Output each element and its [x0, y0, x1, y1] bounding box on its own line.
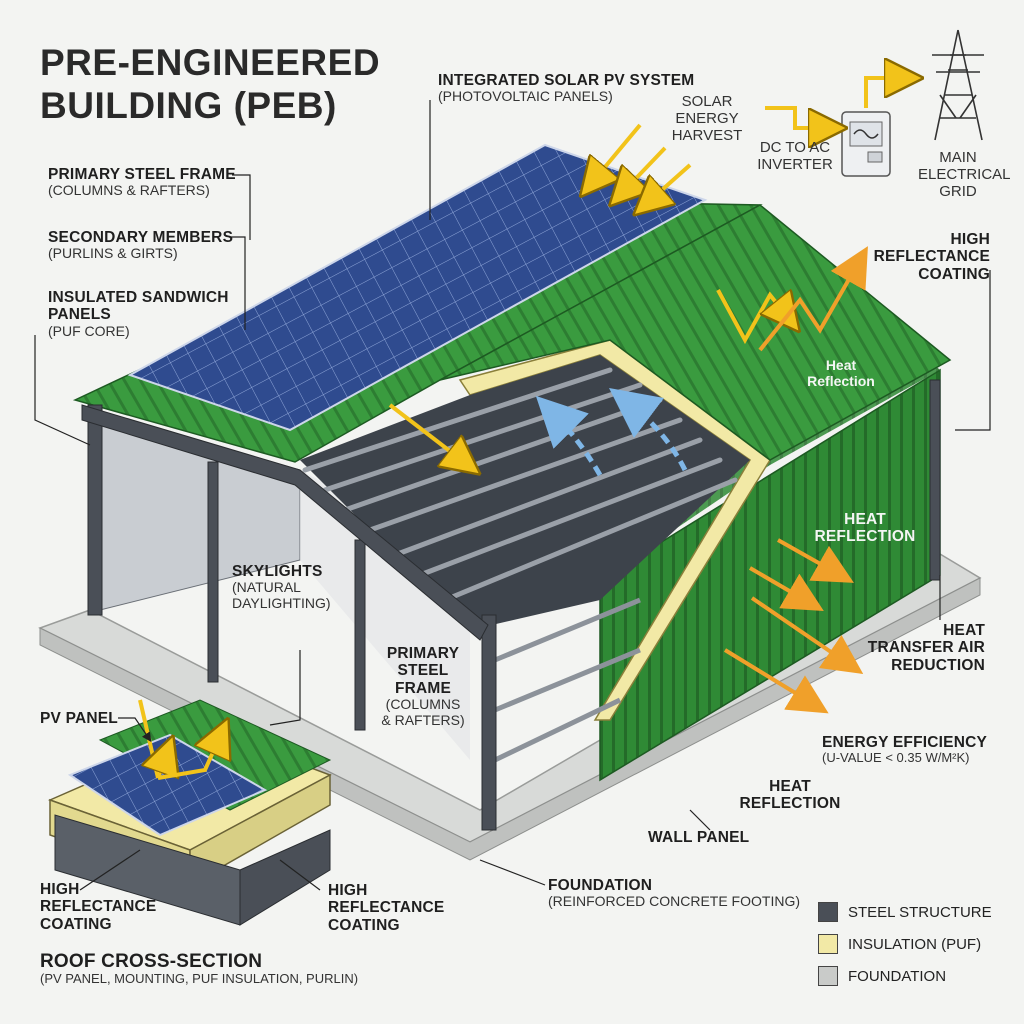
- heat-arrow-icon: [723, 538, 864, 714]
- legend-swatch-foundation: [818, 966, 838, 986]
- transmission-tower-icon: [932, 29, 984, 141]
- label-primary-frame-top-title: PRIMARY STEEL FRAME: [48, 166, 236, 183]
- insulation-arrow: [388, 403, 468, 465]
- solar-array: [127, 143, 708, 432]
- label-primary-frame-top: PRIMARY STEEL FRAME (COLUMNS & RAFTERS): [48, 166, 236, 199]
- label-secondary-members-title: SECONDARY MEMBERS: [48, 229, 234, 246]
- legend-swatch-insulation: [818, 934, 838, 954]
- label-cross-section-sub: (PV PANEL, MOUNTING, PUF INSULATION, PUR…: [40, 971, 359, 987]
- label-high-reflectance-mid: HIGH REFLECTANCE COATING: [328, 882, 445, 934]
- label-heat-reflection-roof: Heat Reflection: [807, 357, 875, 389]
- inverter-to-grid-arrow: [864, 78, 908, 108]
- heat-reflect-zigzag-2: [758, 246, 868, 352]
- legend-item-insulation: INSULATION (PUF): [818, 934, 992, 954]
- label-skylights-sub: (NATURAL DAYLIGHTING): [232, 579, 331, 612]
- label-primary-frame-top-sub: (COLUMNS & RAFTERS): [48, 182, 210, 199]
- airflow-arrow-icon: [535, 387, 688, 477]
- legend-label-foundation: FOUNDATION: [848, 967, 947, 985]
- label-cross-section: ROOF CROSS-SECTION (PV PANEL, MOUNTING, …: [40, 951, 358, 987]
- title-line-2: BUILDING (PEB): [40, 84, 337, 126]
- label-pv-panel: PV PANEL: [40, 710, 118, 727]
- purlins: [302, 367, 738, 603]
- label-grid: MAIN ELECTRICAL GRID: [918, 149, 1011, 200]
- label-foundation-sub: (REINFORCED CONCRETE FOOTING): [548, 893, 800, 910]
- heat-reflect-zigzag-1: [716, 290, 790, 345]
- legend-swatch-steel: [818, 902, 838, 922]
- label-skylights: SKYLIGHTS (NATURAL DAYLIGHTING): [232, 563, 342, 612]
- foundation-edge: [39, 577, 981, 861]
- label-secondary-members: SECONDARY MEMBERS (PURLINS & GIRTS): [48, 229, 233, 262]
- label-primary-frame-mid: PRIMARY STEEL FRAME (COLUMNS & RAFTERS): [380, 645, 466, 728]
- label-energy-efficiency-title: ENERGY EFFICIENCY: [822, 734, 988, 751]
- page-title: PRE-ENGINEERED BUILDING (PEB): [40, 42, 380, 127]
- label-wall-panel: WALL PANEL: [648, 829, 750, 846]
- label-solar-system-sub: (PHOTOVOLTAIC PANELS): [438, 88, 613, 105]
- inverter-icon: [841, 111, 891, 177]
- label-sandwich-panels-title: INSULATED SANDWICH PANELS: [48, 289, 229, 324]
- label-primary-frame-mid-title: PRIMARY STEEL FRAME: [386, 645, 460, 697]
- rafter: [81, 404, 489, 641]
- label-heat-reflection-low: HEAT REFLECTION: [739, 778, 841, 813]
- steel-columns: [87, 379, 941, 831]
- label-foundation: FOUNDATION (REINFORCED CONCRETE FOOTING): [548, 877, 800, 910]
- legend-item-steel: STEEL STRUCTURE: [818, 902, 992, 922]
- label-skylights-title: SKYLIGHTS: [232, 563, 323, 580]
- girts: [493, 597, 641, 763]
- label-foundation-title: FOUNDATION: [548, 877, 653, 894]
- legend: STEEL STRUCTURE INSULATION (PUF) FOUNDAT…: [818, 902, 992, 998]
- label-high-reflectance-left: HIGH REFLECTANCE COATING: [40, 881, 157, 933]
- legend-item-foundation: FOUNDATION: [818, 966, 992, 986]
- title-line-1: PRE-ENGINEERED: [40, 42, 381, 83]
- sun-ray-arrow-icon: [590, 123, 692, 205]
- label-heat-reflection-wall: HEAT REFLECTION: [814, 511, 916, 546]
- label-secondary-members-sub: (PURLINS & GIRTS): [48, 245, 178, 262]
- harvest-to-inverter-arrow: [765, 106, 832, 128]
- label-solar-system: INTEGRATED SOLAR PV SYSTEM (PHOTOVOLTAIC…: [438, 72, 694, 105]
- legend-label-steel: STEEL STRUCTURE: [848, 903, 992, 921]
- label-heat-transfer: HEAT TRANSFER AIR REDUCTION: [867, 622, 985, 674]
- label-inverter: DC TO AC INVERTER: [757, 139, 833, 173]
- label-solar-harvest: SOLAR ENERGY HARVEST: [671, 93, 743, 144]
- label-primary-frame-mid-sub: (COLUMNS & RAFTERS): [381, 696, 465, 728]
- label-solar-system-title: INTEGRATED SOLAR PV SYSTEM: [438, 72, 695, 89]
- label-sandwich-panels: INSULATED SANDWICH PANELS (PUF CORE): [48, 289, 248, 339]
- label-sandwich-panels-sub: (PUF CORE): [48, 322, 130, 339]
- roof-panel-right: [439, 204, 952, 461]
- label-cross-section-title: ROOF CROSS-SECTION: [40, 951, 263, 972]
- leader-lines: [34, 100, 991, 891]
- label-energy-efficiency: ENERGY EFFICIENCY (U-VALUE < 0.35 W/m²K): [822, 734, 1012, 766]
- label-high-reflectance-right: HIGH REFLECTANCE COATING: [873, 231, 990, 283]
- label-energy-efficiency-sub: (U-VALUE < 0.35 W/m²K): [822, 750, 970, 766]
- legend-label-insulation: INSULATION (PUF): [848, 935, 982, 953]
